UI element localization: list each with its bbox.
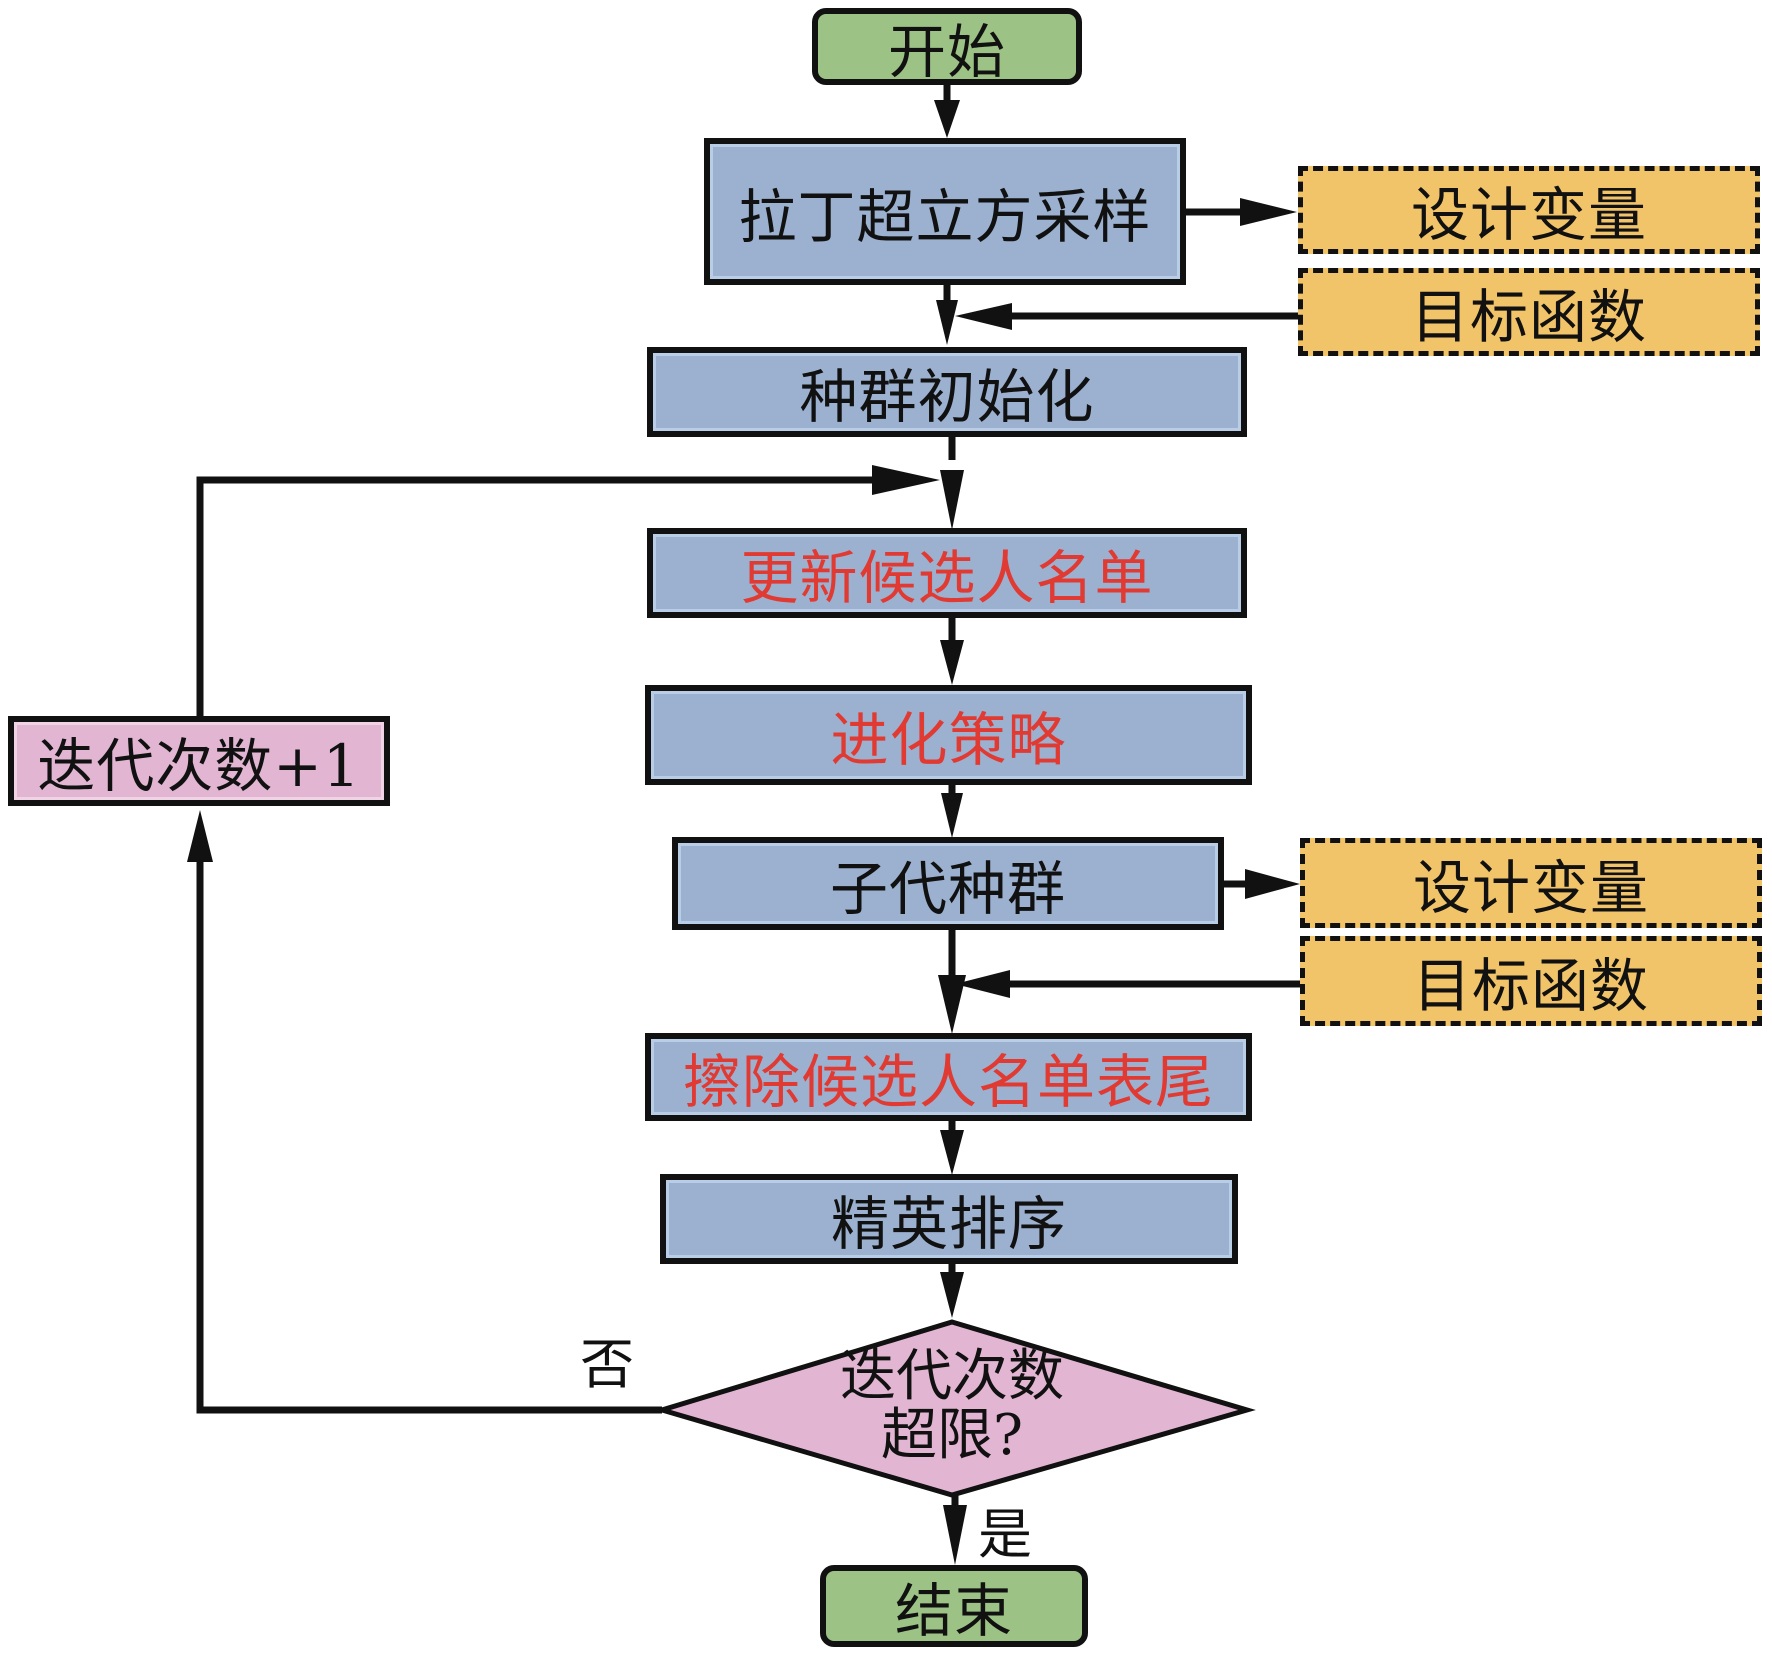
objective-function-node-1: 目标函数 <box>1298 268 1760 356</box>
erase-candidate-tail-node: 擦除候选人名单表尾 <box>645 1033 1252 1121</box>
arrowhead-init-update <box>940 470 964 530</box>
arrowhead-erase-elite <box>940 1130 964 1175</box>
arrowhead-update-evolve <box>940 640 964 685</box>
population-init-node: 种群初始化 <box>647 347 1247 437</box>
start-label: 开始 <box>887 17 1006 86</box>
decision-line-2: 超限? <box>880 1402 1024 1468</box>
arrowhead-loop-top <box>872 465 940 495</box>
decision-line-1: 迭代次数 <box>840 1344 1064 1409</box>
update-candidate-list-label: 更新候选人名单 <box>740 544 1154 612</box>
edge-decision-no <box>196 860 662 1414</box>
evolution-strategy-node: 进化策略 <box>645 685 1252 785</box>
lhs-label: 拉丁超立方采样 <box>738 182 1152 251</box>
decision-diamond <box>653 1319 1256 1498</box>
evolution-strategy-label: 进化策略 <box>830 706 1067 774</box>
update-candidate-list-node: 更新候选人名单 <box>647 528 1247 618</box>
arrowhead-decision-no <box>187 810 213 862</box>
arrowhead-evolve-offspring <box>941 793 963 838</box>
decision-text: 迭代次数 超限? <box>752 1344 1152 1468</box>
iteration-increment-label: 迭代次数+1 <box>37 732 361 800</box>
elite-sorting-label: 精英排序 <box>830 1190 1067 1258</box>
design-variables-node-2: 设计变量 <box>1300 838 1762 928</box>
latin-hypercube-sampling-node: 拉丁超立方采样 <box>704 138 1186 285</box>
arrowhead-offspring-var <box>1245 869 1300 899</box>
start-node: 开始 <box>812 8 1082 86</box>
arrowhead-lhs-init <box>936 300 958 345</box>
arrowhead-decision-yes <box>943 1505 967 1565</box>
offspring-population-label: 子代种群 <box>829 854 1066 923</box>
edge-loop-top <box>196 476 880 718</box>
arrowhead-start-lhs <box>934 100 960 138</box>
design-variables-node-1: 设计变量 <box>1298 166 1760 254</box>
end-label: 结束 <box>894 1577 1013 1645</box>
objective-function-node-2: 目标函数 <box>1300 936 1762 1026</box>
erase-candidate-tail-label: 擦除候选人名单表尾 <box>682 1048 1214 1116</box>
objective-function-label-1: 目标函数 <box>1410 283 1647 351</box>
edge-label-yes: 是 <box>978 1503 1032 1566</box>
arrowhead-offspring-erase <box>938 975 966 1034</box>
arrowhead-lhs-var <box>1240 198 1297 226</box>
end-node: 结束 <box>820 1565 1088 1647</box>
population-init-label: 种群初始化 <box>799 363 1095 431</box>
objective-function-label-2: 目标函数 <box>1412 952 1649 1020</box>
edge-label-no: 否 <box>580 1333 634 1396</box>
arrowhead-obj-main <box>955 303 1012 330</box>
design-variables-label-1: 设计变量 <box>1410 181 1647 249</box>
iteration-increment-node: 迭代次数+1 <box>8 716 390 806</box>
arrowhead-obj2-main <box>955 970 1010 998</box>
design-variables-label-2: 设计变量 <box>1412 854 1649 922</box>
arrowhead-elite-decision <box>940 1272 964 1318</box>
elite-sorting-node: 精英排序 <box>660 1174 1238 1264</box>
offspring-population-node: 子代种群 <box>672 837 1224 930</box>
